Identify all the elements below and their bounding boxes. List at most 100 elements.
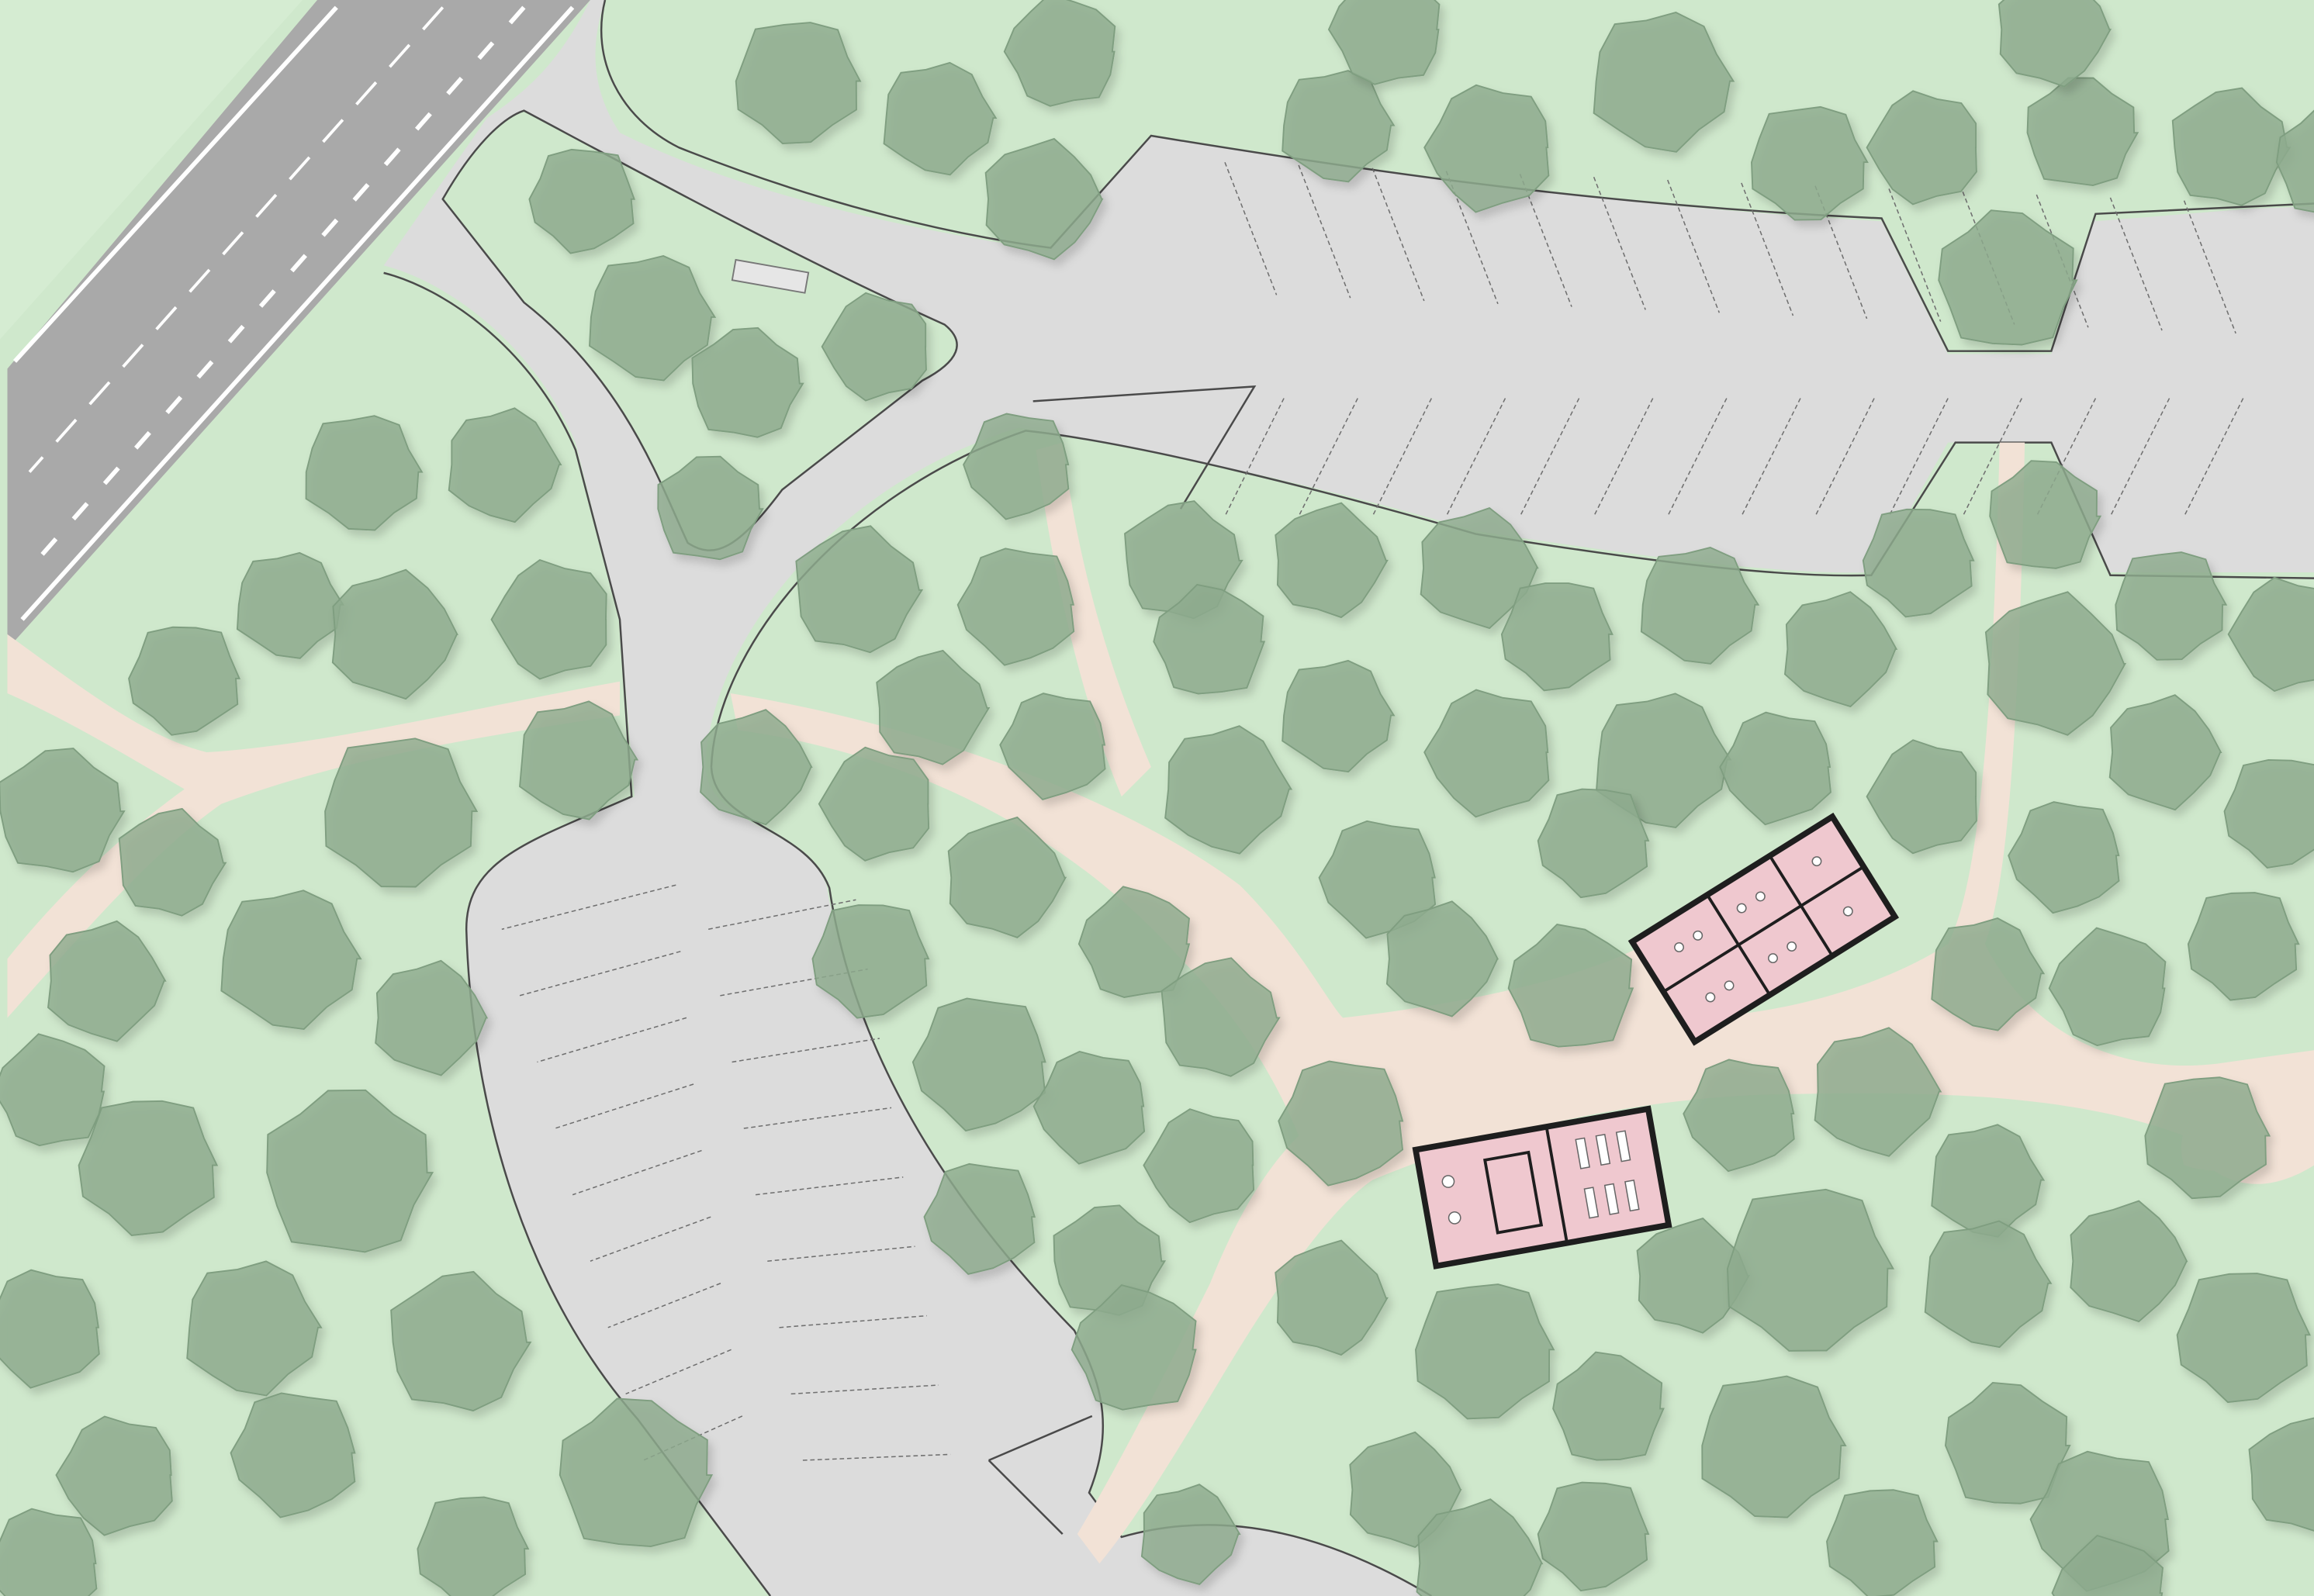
tree-canopy (963, 413, 1070, 520)
tree-canopy (821, 292, 927, 402)
lane-marking (1667, 179, 1721, 313)
tree-canopy (1275, 1239, 1389, 1356)
tree-canopy (1327, 0, 1441, 85)
tree-canopy (1862, 508, 1975, 618)
lane-marking (790, 1384, 939, 1395)
tree-canopy (1140, 1484, 1241, 1586)
tree-canopy (1751, 105, 1869, 221)
tree-canopy (589, 255, 717, 382)
path-west (7, 634, 621, 1018)
tree-canopy (911, 997, 1046, 1132)
lane-marking (537, 1017, 687, 1063)
tree-canopy (230, 1392, 356, 1518)
tree-canopy (2171, 87, 2292, 206)
utility-pad (731, 258, 810, 294)
lane-marking (779, 1314, 927, 1328)
tree-canopy (2144, 1076, 2271, 1200)
lane-marking (35, 5, 526, 562)
tree-canopy (1944, 1381, 2071, 1504)
restroom-building-south (1412, 1105, 1672, 1270)
tree-canopy (186, 1260, 323, 1397)
tree-canopy (2115, 551, 2228, 661)
tree-canopy (999, 693, 1106, 800)
tree-canopy (984, 137, 1104, 261)
lane-marking (1888, 188, 1942, 322)
tree-canopy (47, 920, 167, 1042)
tree-canopy (1683, 1059, 1795, 1173)
tree-canopy (1826, 1489, 1939, 1596)
tree-canopy (1701, 1375, 1847, 1518)
lane-marking (625, 1349, 732, 1395)
tree-canopy (1719, 711, 1831, 826)
tree-canopy (876, 649, 991, 765)
tree-canopy (1989, 460, 2102, 569)
tree-canopy (956, 548, 1075, 666)
tree-canopy (1814, 1027, 1942, 1157)
tree-canopy (417, 1496, 530, 1596)
tree-canopy (1153, 583, 1266, 695)
tree-canopy (118, 807, 227, 917)
highway-lane-markings (12, 5, 575, 621)
tree-canopy (947, 816, 1067, 939)
lane-marking (1298, 164, 1351, 299)
tree-canopy (1032, 1050, 1146, 1165)
tree-canopy (1282, 659, 1396, 773)
tree-canopy (2048, 927, 2167, 1047)
tree-canopy (490, 558, 607, 680)
lane-marking (555, 1083, 694, 1129)
tree-canopy (1938, 209, 2078, 346)
lane-marking (28, 6, 444, 473)
lane-marking (519, 951, 681, 997)
tree-canopy (1636, 1218, 1750, 1334)
tree-canopy (0, 1269, 100, 1389)
tree-canopy (0, 1033, 105, 1147)
tree-canopy (236, 551, 345, 659)
tree-canopy (1552, 1351, 1665, 1461)
lane-marking (2109, 197, 2163, 331)
lane-marking (755, 1176, 904, 1196)
tree-canopy (2223, 758, 2314, 869)
tree-canopy (1282, 70, 1396, 183)
tree-canopy (1984, 591, 2127, 736)
tree-canopy (818, 746, 930, 862)
tree-canopy (691, 326, 804, 438)
tree-canopy (519, 700, 639, 820)
tree-canopy (1003, 0, 1116, 107)
path-north-spur (1036, 442, 1151, 797)
tree-canopy (331, 568, 458, 700)
tree-canopy (1420, 506, 1539, 630)
tree-canopy (1385, 900, 1499, 1017)
tree-canopy (1727, 1188, 1895, 1352)
lane-marking (767, 1245, 915, 1262)
tree-canopy (55, 1415, 173, 1536)
tree-canopy (1593, 11, 1735, 153)
tree-canopy (1866, 90, 1977, 206)
lane-marking (12, 5, 338, 363)
tree-canopy (528, 148, 636, 254)
tree-canopy (1924, 1220, 2053, 1349)
tree-canopy (1278, 1060, 1404, 1187)
tree-canopy (448, 407, 562, 523)
tree-canopy (811, 904, 930, 1019)
tree-canopy (2070, 1200, 2188, 1323)
lane-marking (1593, 176, 1646, 310)
lane-marking (20, 5, 575, 621)
tree-canopy (1640, 547, 1760, 665)
tree-canopy (2227, 576, 2314, 693)
lane-marking (1741, 182, 1794, 316)
tree-canopy (2275, 109, 2314, 213)
lane-marking (720, 968, 868, 997)
roadside-lawn (0, 0, 303, 340)
tree-canopy (2008, 801, 2120, 914)
tree-canopy (266, 1089, 434, 1253)
tree-canopy (1423, 689, 1550, 818)
tree-canopy (1537, 788, 1650, 899)
tree-canopy (1423, 84, 1550, 213)
tree-canopy (1507, 923, 1634, 1048)
tree-canopy (1143, 1108, 1255, 1224)
tree-canopy (2187, 892, 2300, 1001)
lane-marking (572, 1149, 702, 1196)
